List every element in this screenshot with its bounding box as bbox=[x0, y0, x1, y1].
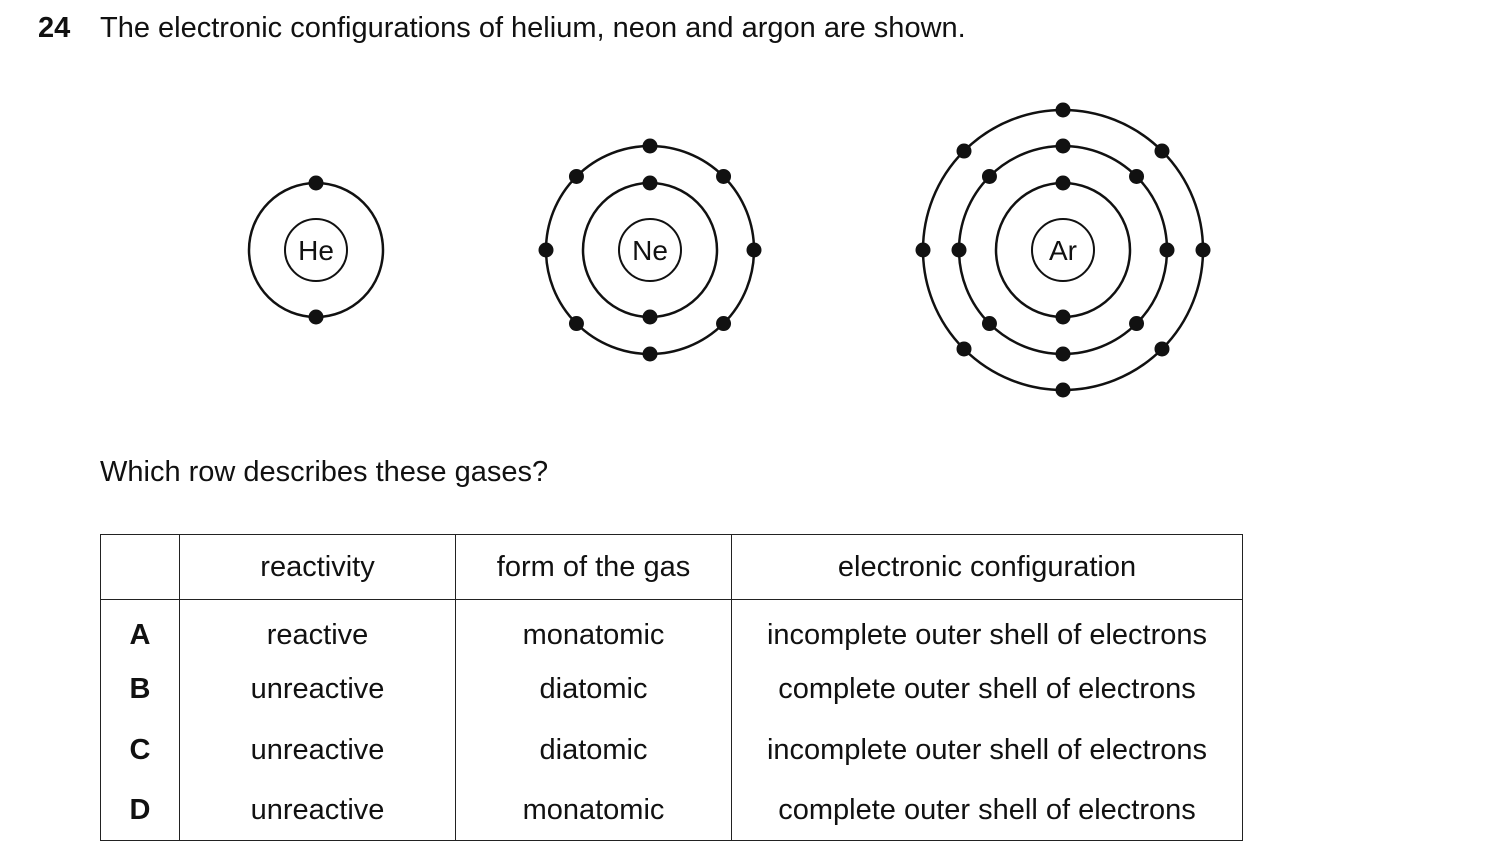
element-symbol: He bbox=[298, 235, 334, 266]
element-symbol: Ar bbox=[1049, 235, 1077, 266]
electron-dot bbox=[956, 341, 972, 357]
electron-dot bbox=[716, 316, 732, 332]
form-cell: diatomic bbox=[455, 659, 732, 720]
electron-dot bbox=[1055, 102, 1071, 118]
electron-dot bbox=[642, 175, 658, 191]
table-header-row: reactivity form of the gas electronic co… bbox=[100, 534, 1243, 600]
atom-diagrams: He Ne Ar bbox=[247, 102, 1211, 398]
table-row: C unreactive diatomic incomplete outer s… bbox=[100, 720, 1243, 781]
electron-dot bbox=[642, 346, 658, 362]
configuration-cell: complete outer shell of electrons bbox=[731, 780, 1243, 842]
electron-dot bbox=[308, 175, 324, 191]
electron-dot bbox=[1154, 143, 1170, 159]
helium-atom-diagram: He bbox=[247, 175, 385, 325]
table-row: D unreactive monatomic complete outer sh… bbox=[100, 780, 1243, 842]
electron-dot bbox=[568, 168, 584, 184]
electron-dot bbox=[1055, 175, 1071, 191]
electron-dot bbox=[308, 309, 324, 325]
form-cell: diatomic bbox=[455, 720, 732, 781]
question-text: The electronic configurations of helium,… bbox=[100, 12, 966, 44]
option-key: A bbox=[100, 599, 180, 660]
electron-dot bbox=[716, 168, 732, 184]
reactivity-cell: reactive bbox=[179, 599, 456, 660]
header-form: form of the gas bbox=[455, 534, 732, 600]
electron-dot bbox=[568, 316, 584, 332]
electron-dot bbox=[981, 168, 997, 184]
electron-dot bbox=[1129, 316, 1145, 332]
configuration-cell: complete outer shell of electrons bbox=[731, 659, 1243, 720]
question-number: 24 bbox=[38, 12, 71, 44]
header-key bbox=[100, 534, 180, 600]
header-reactivity: reactivity bbox=[179, 534, 456, 600]
electron-dot bbox=[1055, 346, 1071, 362]
electron-dot bbox=[746, 242, 762, 258]
electron-dot bbox=[1129, 168, 1145, 184]
header-configuration: electronic configuration bbox=[731, 534, 1243, 600]
form-cell: monatomic bbox=[455, 599, 732, 660]
reactivity-cell: unreactive bbox=[179, 780, 456, 842]
electron-dot bbox=[1055, 138, 1071, 154]
reactivity-cell: unreactive bbox=[179, 659, 456, 720]
electron-dot bbox=[981, 316, 997, 332]
nucleus bbox=[1031, 218, 1095, 282]
electron-dot bbox=[642, 138, 658, 154]
electron-dot bbox=[538, 242, 554, 258]
table-row: B unreactive diatomic complete outer she… bbox=[100, 659, 1243, 720]
electron-dot bbox=[642, 309, 658, 325]
configuration-cell: incomplete outer shell of electrons bbox=[731, 720, 1243, 781]
configuration-cell: incomplete outer shell of electrons bbox=[731, 599, 1243, 660]
option-key: D bbox=[100, 780, 180, 842]
table-row: A reactive monatomic incomplete outer sh… bbox=[100, 599, 1243, 660]
nucleus bbox=[284, 218, 348, 282]
nucleus bbox=[618, 218, 682, 282]
electron-dot bbox=[1159, 242, 1175, 258]
electron-dot bbox=[915, 242, 931, 258]
electron-dot bbox=[1195, 242, 1211, 258]
electron-dot bbox=[1154, 341, 1170, 357]
form-cell: monatomic bbox=[455, 780, 732, 842]
option-key: C bbox=[100, 720, 180, 781]
electron-dot bbox=[1055, 382, 1071, 398]
question-prompt: Which row describes these gases? bbox=[100, 456, 549, 488]
reactivity-cell: unreactive bbox=[179, 720, 456, 781]
element-symbol: Ne bbox=[632, 235, 668, 266]
electron-dot bbox=[956, 143, 972, 159]
argon-atom-diagram: Ar bbox=[915, 102, 1211, 398]
option-key: B bbox=[100, 659, 180, 720]
electron-dot bbox=[951, 242, 967, 258]
answer-table: reactivity form of the gas electronic co… bbox=[100, 534, 1243, 842]
electron-dot bbox=[1055, 309, 1071, 325]
neon-atom-diagram: Ne bbox=[538, 138, 762, 362]
